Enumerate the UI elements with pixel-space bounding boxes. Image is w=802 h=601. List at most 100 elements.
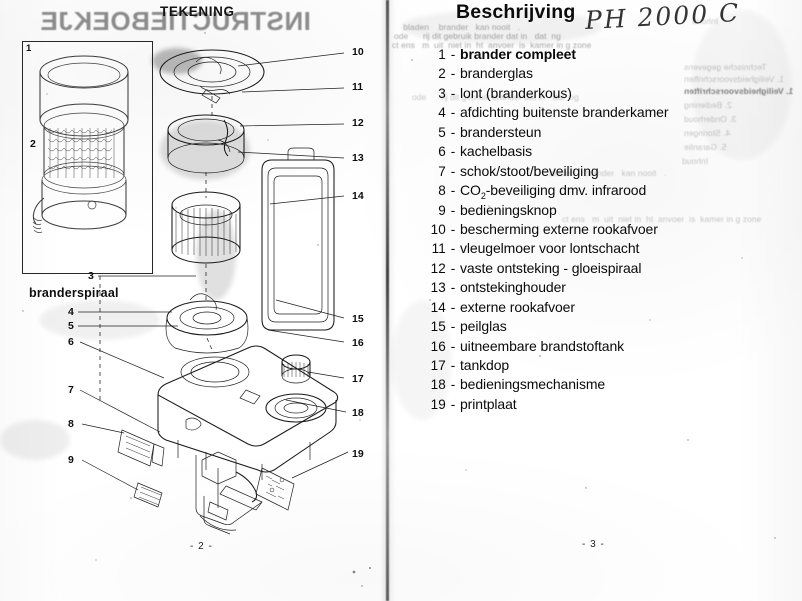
item-number: 9 — [438, 202, 446, 218]
stove-door-frame — [261, 147, 335, 331]
callout-4: 4 — [68, 306, 74, 318]
item-dash: - — [450, 105, 456, 121]
item-number: 8 — [438, 183, 446, 199]
item-number: 19 — [430, 396, 446, 412]
page-gutter — [386, 0, 389, 601]
item-number: 2 — [438, 66, 446, 82]
callout-12: 12 — [352, 117, 364, 129]
item-label: externe rookafvoer — [460, 298, 575, 315]
callout-13: 13 — [352, 152, 364, 164]
leader-lines-right — [237, 52, 349, 479]
item-dash: - — [450, 260, 456, 276]
callout-7: 7 — [68, 384, 74, 396]
item-label: uitneembare brandstoftank — [460, 337, 625, 354]
list-item: 1 - brander compleet — [402, 46, 802, 65]
item-label: afdichting buitenste branderkamer — [460, 104, 669, 121]
callout-10: 10 — [352, 46, 364, 58]
item-label: schok/stoot/beveiliging — [460, 162, 599, 179]
exploded-stack-upper — [159, 49, 265, 174]
stove-base-housing — [157, 345, 339, 480]
co2-sensor-part — [133, 482, 163, 508]
item-label: tankdop — [460, 357, 510, 373]
item-label: ontstekinghouder — [460, 279, 566, 296]
page-title-tekening: TEKENING — [160, 4, 235, 19]
item-label: kachelbasis — [460, 143, 533, 160]
item-number: 6 — [438, 144, 446, 160]
description-list: 1 - brander compleet 2 - branderglas 3 -… — [402, 46, 802, 415]
item-dash: - — [450, 202, 456, 218]
list-item: 16 - uitneembare brandstoftank — [402, 338, 802, 357]
item-dash: - — [450, 144, 456, 160]
callout-inset-1: 1 — [26, 43, 32, 54]
item-dash: - — [450, 241, 456, 257]
callout-15: 15 — [352, 313, 364, 325]
callout-11: 11 — [352, 81, 364, 93]
item-number: 5 — [438, 124, 446, 140]
item-label: vaste ontsteking - gloeispiraal — [460, 259, 642, 276]
burner-detail-frame — [22, 41, 153, 274]
right-page: bladen brander kan nooit . ode rij dit g… — [392, 0, 802, 601]
list-item: 11 - vleugelmoer voor lontschacht — [402, 240, 802, 259]
list-item: 3 - lont (branderkous) — [402, 85, 802, 104]
item-label: bedieningsmechanisme — [460, 376, 606, 393]
bleed-line-2: ode rij dit gebruik brander dat in dat n… — [394, 31, 561, 41]
list-item: 13 - ontstekinghouder — [402, 279, 802, 298]
list-item: 19 - printplaat — [402, 396, 802, 415]
item-number: 16 — [430, 338, 446, 354]
item-number: 13 — [430, 280, 446, 296]
item-dash: - — [450, 299, 456, 315]
tank-cap-part — [281, 354, 311, 384]
list-item: 17 - tankdop — [402, 357, 802, 376]
burner-body-middle — [171, 191, 241, 264]
callout-14: 14 — [352, 190, 364, 202]
list-item: 14 - externe rookafvoer — [402, 299, 802, 318]
item-label: CO2-beveiliging dmv. infrarood — [460, 182, 647, 201]
item-number: 11 — [431, 241, 446, 257]
handwritten-model-note: PH 2000 C — [584, 0, 741, 36]
page-number-right: - 3 - — [582, 539, 605, 550]
callout-9: 9 — [68, 454, 74, 466]
item-dash: - — [450, 85, 456, 101]
callout-5: 5 — [68, 320, 74, 332]
callout-17: 17 — [352, 373, 364, 385]
page-number-left: - 2 - — [190, 541, 213, 552]
burner-support-ring — [165, 293, 249, 354]
item-dash: - — [450, 221, 456, 237]
list-item: 10 - bescherming externe rookafvoer — [402, 221, 802, 240]
item-label: bedieningsknop — [460, 201, 557, 218]
item-label: branderglas — [460, 65, 533, 82]
item-dash: - — [450, 358, 456, 373]
item-dash: - — [450, 280, 456, 296]
shock-sensor-part — [117, 429, 165, 467]
list-item: 5 - brandersteun — [402, 124, 802, 143]
page-title-beschrijving: Beschrijving — [456, 1, 576, 23]
item-number: 4 — [438, 105, 446, 121]
item-number: 1 — [438, 47, 446, 62]
item-dash: - — [450, 183, 456, 199]
list-item: 6 - kachelbasis — [402, 143, 802, 162]
callout-19: 19 — [352, 448, 364, 460]
item-number: 18 — [430, 377, 446, 393]
item-dash: - — [450, 338, 456, 354]
item-label: peilglas — [460, 318, 507, 335]
item-label: printplaat — [460, 395, 517, 412]
item-label: brander compleet — [460, 46, 576, 62]
item-number: 10 — [430, 221, 446, 237]
list-item: 12 - vaste ontsteking - gloeispiraal — [402, 260, 802, 279]
drawing-caption-branderspiraal: branderspiraal — [29, 286, 119, 300]
callout-3: 3 — [88, 270, 94, 282]
list-item: 2 - branderglas — [402, 65, 802, 84]
list-item: 15 - peilglas — [402, 318, 802, 337]
item-dash: - — [450, 66, 456, 82]
item-label: lont (branderkous) — [460, 84, 572, 101]
item-number: 7 — [438, 163, 446, 179]
callout-16: 16 — [352, 337, 364, 349]
item-dash: - — [450, 319, 456, 335]
item-dash: - — [450, 396, 456, 412]
item-dash: - — [450, 124, 456, 140]
list-item: 9 - bedieningsknop — [402, 202, 802, 221]
callout-6: 6 — [68, 336, 74, 348]
item-number: 17 — [430, 358, 446, 373]
pcb-part — [255, 467, 295, 511]
